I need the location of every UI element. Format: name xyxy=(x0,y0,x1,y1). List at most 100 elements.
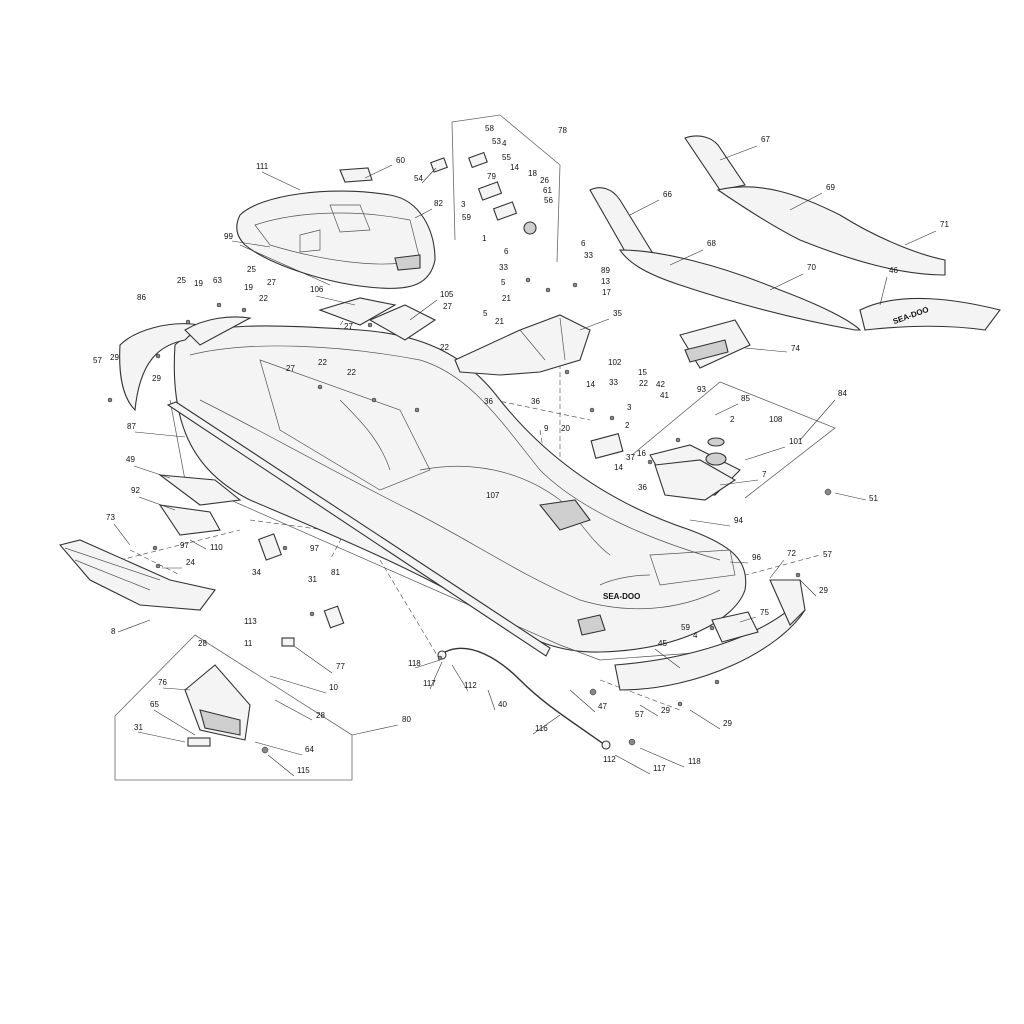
seal-strip xyxy=(239,244,331,286)
callout-c111: 111 xyxy=(256,162,269,171)
callout-c21a: 21 xyxy=(502,294,511,303)
callout-c113: 113 xyxy=(244,617,257,626)
callout-c20: 20 xyxy=(561,424,570,433)
callout-c46: 46 xyxy=(889,266,898,275)
callout-c7: 7 xyxy=(762,470,767,479)
boarding-step xyxy=(184,637,295,747)
callout-c58: 58 xyxy=(485,124,494,133)
seat-covers: SEA-DOO xyxy=(589,135,1001,331)
callout-c79: 79 xyxy=(487,172,496,181)
callout-c102: 102 xyxy=(608,358,622,367)
callout-c72: 72 xyxy=(787,549,796,558)
fasteners xyxy=(107,277,832,754)
callout-c73: 73 xyxy=(106,513,115,522)
callout-c15: 15 xyxy=(638,368,647,377)
callout-c110: 110 xyxy=(210,543,223,552)
callout-c19b: 19 xyxy=(244,283,253,292)
callout-c29e: 29 xyxy=(723,719,732,728)
callout-c36b: 36 xyxy=(531,397,540,406)
callout-c63: 63 xyxy=(213,276,222,285)
callout-c6a: 6 xyxy=(504,247,509,256)
callout-c14c: 14 xyxy=(614,463,623,472)
callout-c81: 81 xyxy=(331,568,340,577)
callout-c67: 67 xyxy=(761,135,770,144)
callout-c33b: 33 xyxy=(584,251,593,260)
callout-c57a: 57 xyxy=(93,356,102,365)
callout-c69: 69 xyxy=(826,183,835,192)
callout-c60: 60 xyxy=(396,156,405,165)
rear-bumper xyxy=(614,579,806,691)
callout-c87: 87 xyxy=(127,422,136,431)
callout-c10: 10 xyxy=(329,683,338,692)
callout-c107: 107 xyxy=(486,491,500,500)
callout-c14b: 14 xyxy=(586,380,595,389)
callout-c51: 51 xyxy=(869,494,878,503)
callout-c41: 41 xyxy=(660,391,669,400)
callout-c54: 54 xyxy=(414,174,423,183)
callout-c6b: 6 xyxy=(581,239,586,248)
callout-c28a: 28 xyxy=(198,639,207,648)
callout-c8: 8 xyxy=(111,627,116,636)
callout-c4a: 4 xyxy=(502,139,507,148)
callout-c55: 55 xyxy=(502,153,511,162)
callout-c45: 45 xyxy=(658,639,667,648)
callout-c1: 1 xyxy=(482,234,487,243)
callout-c29a: 29 xyxy=(110,353,119,362)
callout-c115: 115 xyxy=(297,766,310,775)
callout-c74: 74 xyxy=(791,344,800,353)
callout-c9: 9 xyxy=(544,424,549,433)
callout-c31a: 31 xyxy=(308,575,317,584)
group-frames xyxy=(114,114,836,781)
callout-c13: 13 xyxy=(601,277,610,286)
callout-c2a: 2 xyxy=(730,415,735,424)
callout-c117b: 117 xyxy=(653,764,666,773)
callout-c99: 99 xyxy=(224,232,233,241)
callout-c27c: 27 xyxy=(344,322,353,331)
callout-c89: 89 xyxy=(601,266,610,275)
storage-tub xyxy=(236,190,436,289)
callout-c2b: 2 xyxy=(625,421,630,430)
callout-c17: 17 xyxy=(602,288,611,297)
callout-c112a: 112 xyxy=(464,681,477,690)
steering-support xyxy=(454,314,591,376)
callout-c68: 68 xyxy=(707,239,716,248)
callout-c42: 42 xyxy=(656,380,665,389)
callout-c57b: 57 xyxy=(823,550,832,559)
callout-c85: 85 xyxy=(741,394,750,403)
hull: SEA-DOO xyxy=(169,325,747,661)
callout-c27d: 27 xyxy=(286,364,295,373)
callout-c22e: 22 xyxy=(639,379,648,388)
callout-c71: 71 xyxy=(940,220,949,229)
callout-c29d: 29 xyxy=(661,706,670,715)
brackets xyxy=(258,533,345,629)
callout-c25a: 25 xyxy=(247,265,256,274)
callout-c86: 86 xyxy=(137,293,146,302)
front-cowl xyxy=(119,316,252,412)
callout-c112b: 112 xyxy=(603,755,616,764)
callout-c93: 93 xyxy=(697,385,706,394)
callout-c14a: 14 xyxy=(510,163,519,172)
callout-c31b: 31 xyxy=(134,723,143,732)
callout-c11: 11 xyxy=(244,639,253,648)
callout-c16: 16 xyxy=(637,449,646,458)
callout-c18: 18 xyxy=(528,169,537,178)
callout-c118b: 118 xyxy=(688,757,701,766)
callout-c77: 77 xyxy=(336,662,345,671)
callout-c65: 65 xyxy=(150,700,159,709)
callout-c22a: 22 xyxy=(259,294,268,303)
callout-c80: 80 xyxy=(402,715,411,724)
callout-c21b: 21 xyxy=(495,317,504,326)
callout-c47: 47 xyxy=(598,702,607,711)
callout-c3b: 3 xyxy=(627,403,632,412)
callout-c49: 49 xyxy=(126,455,135,464)
callout-c78: 78 xyxy=(558,126,567,135)
callout-c64: 64 xyxy=(305,745,314,754)
callout-c82: 82 xyxy=(434,199,443,208)
callout-c56: 56 xyxy=(544,196,553,205)
grab-handle xyxy=(679,319,751,369)
callout-c101: 101 xyxy=(789,437,803,446)
callout-c5a: 5 xyxy=(501,278,506,287)
callout-c118a: 118 xyxy=(408,659,421,668)
callout-c36c: 36 xyxy=(638,483,647,492)
